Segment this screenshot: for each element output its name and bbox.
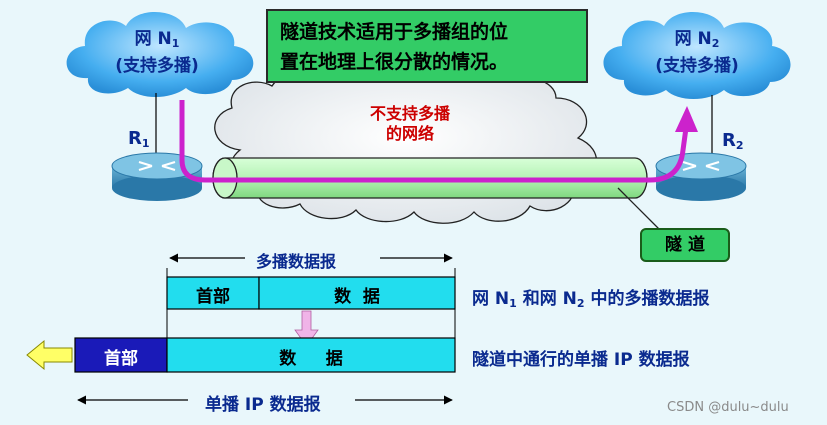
- multicast-header-box: [166, 276, 260, 310]
- network-n2-cloud: [603, 11, 791, 100]
- multicast-data-text: 数 据: [334, 287, 380, 307]
- network-n1-label: 网 N1 (支持多播): [115, 29, 199, 76]
- multicast-data-box: [258, 276, 456, 310]
- title-box: 隧道技术适用于多播组的位 置在地理上很分散的情况。: [266, 9, 588, 83]
- multicast-arrowhead-icon: [675, 106, 698, 132]
- network-n2-label: 网 N2 (支持多播): [655, 29, 739, 76]
- unicast-span-label: 单播 IP 数据报: [205, 395, 321, 415]
- title-line-1: 隧道技术适用于多播组的位: [280, 21, 509, 43]
- network-n1-cloud: [66, 11, 254, 98]
- router-r1-label: R1: [128, 128, 150, 150]
- unicast-datagram-caption: 隧道中通行的单播 IP 数据报: [472, 350, 690, 370]
- router-r1: [111, 152, 203, 201]
- non-multicast-network-label: 不支持多播 的网络: [369, 104, 450, 143]
- multicast-span-label: 多播数据报: [256, 252, 337, 271]
- unicast-header-text: 首部: [104, 349, 138, 369]
- router-r2-label: R2: [722, 130, 744, 152]
- tunnel-label: 隧 道: [640, 228, 730, 262]
- unicast-data-box: [166, 337, 456, 373]
- tunnel-callout-line: [617, 187, 661, 231]
- title-line-2: 置在地理上很分散的情况。: [280, 51, 509, 73]
- unicast-out-arrow: [26, 339, 73, 371]
- non-multicast-network-cloud: [214, 66, 597, 224]
- unicast-data-text: 数 据: [279, 349, 343, 369]
- multicast-header-text: 首部: [196, 287, 230, 307]
- watermark: CSDN @dulu~dulu: [667, 400, 789, 415]
- multicast-path-arrow: [179, 100, 689, 183]
- multicast-datagram-caption: 网 N1 和网 N2 中的多播数据报: [472, 289, 710, 310]
